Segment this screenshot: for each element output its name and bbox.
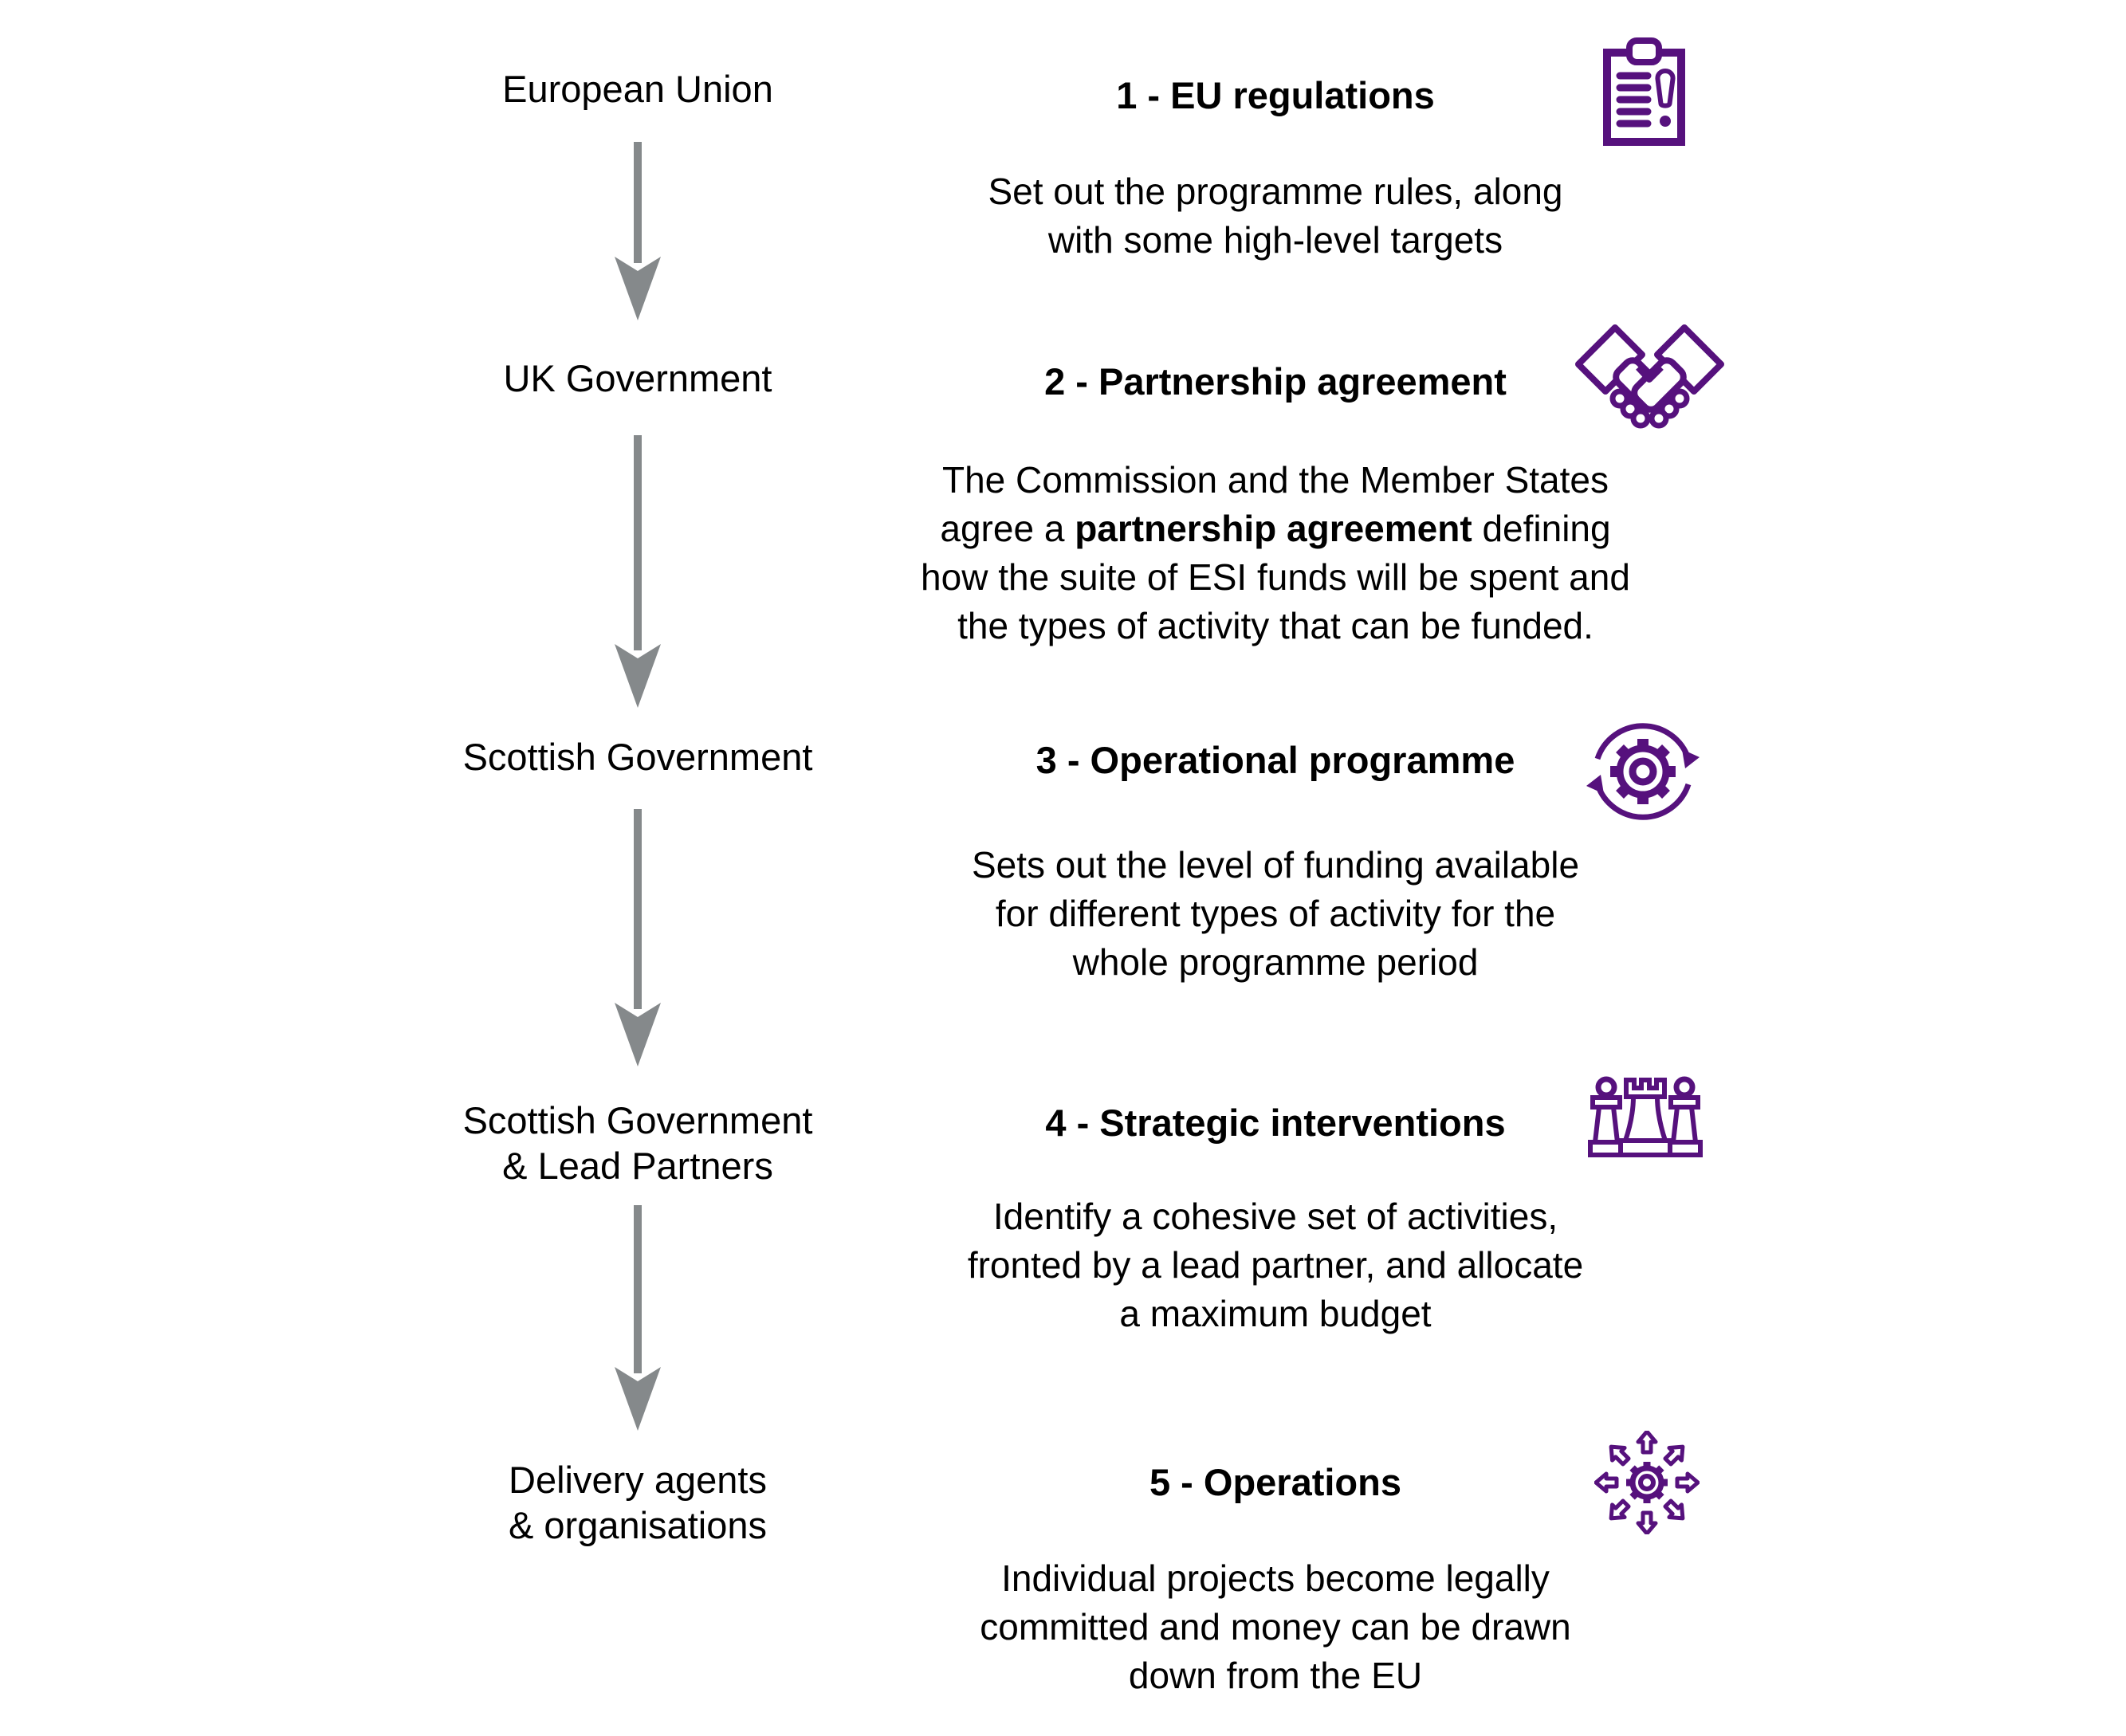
step-3-title: 3 - Operational programme [1035,739,1515,781]
level-label-scottish-government-lead-partners: Scottish Government& Lead Partners [462,1099,813,1187]
down-arrow-icon [615,142,661,320]
level-label-scottish-government: Scottish Government [462,736,813,778]
step-1-title: 1 - EU regulations [1116,74,1435,116]
level-label-uk-government: UK Government [503,357,772,399]
step-5-title: 5 - Operations [1149,1461,1401,1503]
level-label-delivery-agents-organisations: Delivery agents& organisations [509,1459,767,1546]
step-2-title: 2 - Partnership agreement [1044,360,1507,403]
clipboard-exclamation-icon [1603,37,1685,146]
down-arrow-icon [615,435,661,708]
level-label-european-union: European Union [502,68,773,110]
step-4-description: Identify a cohesive set of activities,fr… [967,1196,1584,1334]
gear-cycle-icon [1586,723,1700,820]
down-arrow-icon [615,1205,661,1431]
gear-spread-arrows-icon [1594,1431,1700,1534]
down-arrow-icon [615,809,661,1066]
step-4-title: 4 - Strategic interventions [1045,1102,1506,1144]
chess-pieces-icon [1588,1076,1703,1157]
handshake-icon [1575,324,1724,429]
